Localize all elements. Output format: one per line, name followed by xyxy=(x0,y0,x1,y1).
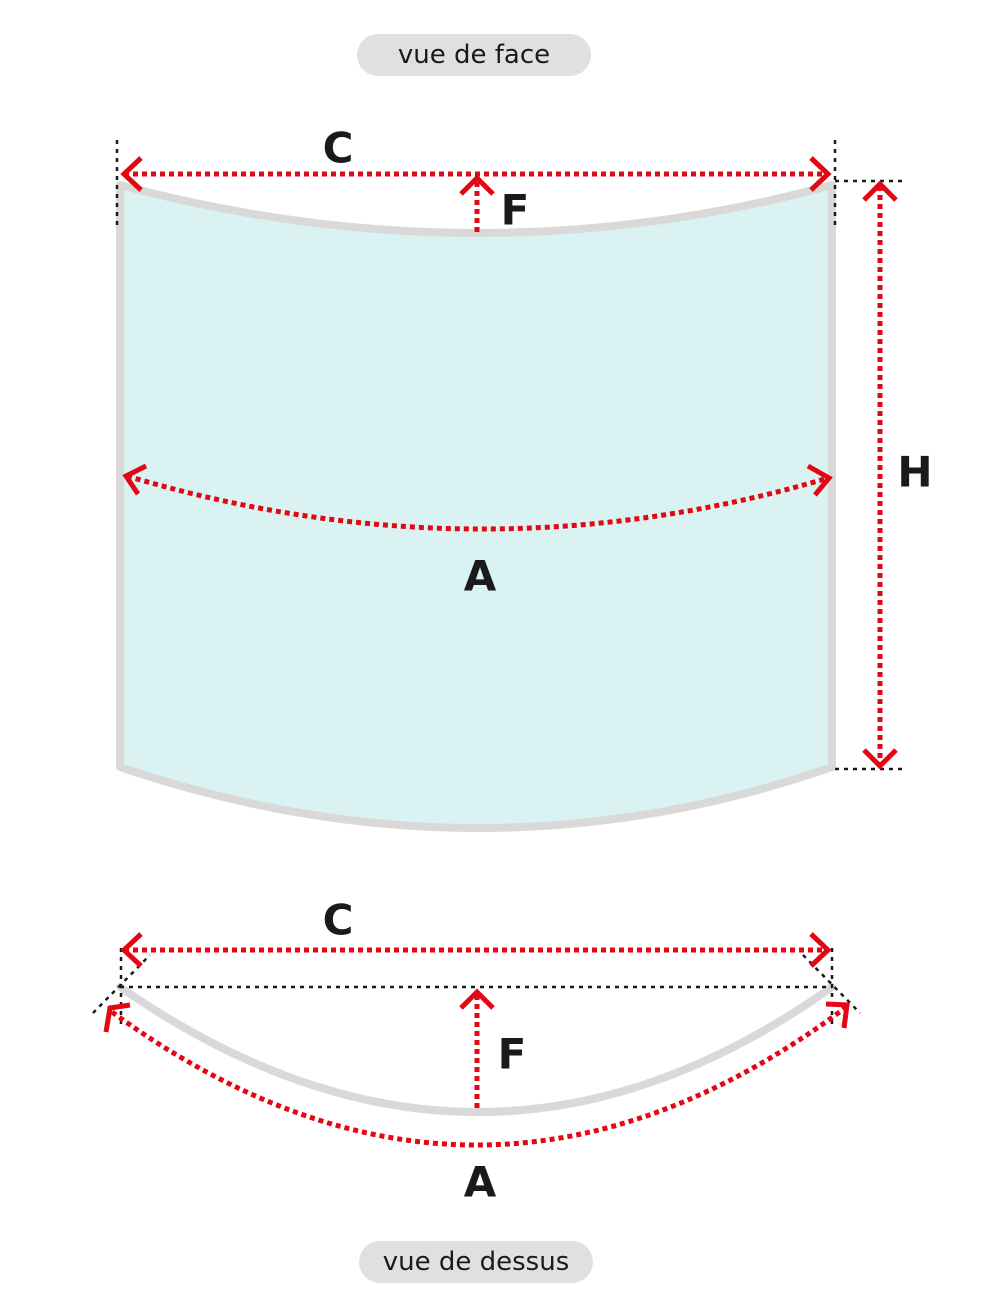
arrowhead-icon xyxy=(825,1001,850,1029)
arrowhead-icon xyxy=(809,932,832,968)
arrowhead-icon xyxy=(103,1002,131,1033)
arc-dimension xyxy=(126,473,829,532)
arrowhead-icon xyxy=(806,463,833,497)
front-view xyxy=(115,140,905,832)
arrowhead-icon xyxy=(809,156,832,192)
guide-lines xyxy=(92,948,861,1025)
top-view xyxy=(92,932,861,1148)
arrowhead-icon xyxy=(862,180,898,202)
top-arc-label: A xyxy=(463,1157,497,1207)
chord-label: C xyxy=(322,123,354,173)
arrowhead-icon xyxy=(120,156,143,192)
arrowhead-icon xyxy=(459,174,495,196)
front-view-title: vue de face xyxy=(357,34,591,76)
arrowhead-icon xyxy=(122,463,148,496)
top-rise-label: F xyxy=(497,1029,527,1079)
arrowhead-icon xyxy=(459,988,495,1010)
arc-label: A xyxy=(463,551,497,601)
glass-panel xyxy=(116,181,836,832)
arrowhead-icon xyxy=(862,748,898,770)
top-chord-label: C xyxy=(322,895,354,945)
glass-profile xyxy=(116,983,836,1116)
height-label: H xyxy=(897,447,933,497)
arc-dimension xyxy=(110,1005,847,1148)
guide-lines xyxy=(115,140,905,771)
arrowhead-icon xyxy=(120,932,143,968)
top-view-title: vue de dessus xyxy=(359,1241,593,1283)
rise-label: F xyxy=(500,185,530,235)
